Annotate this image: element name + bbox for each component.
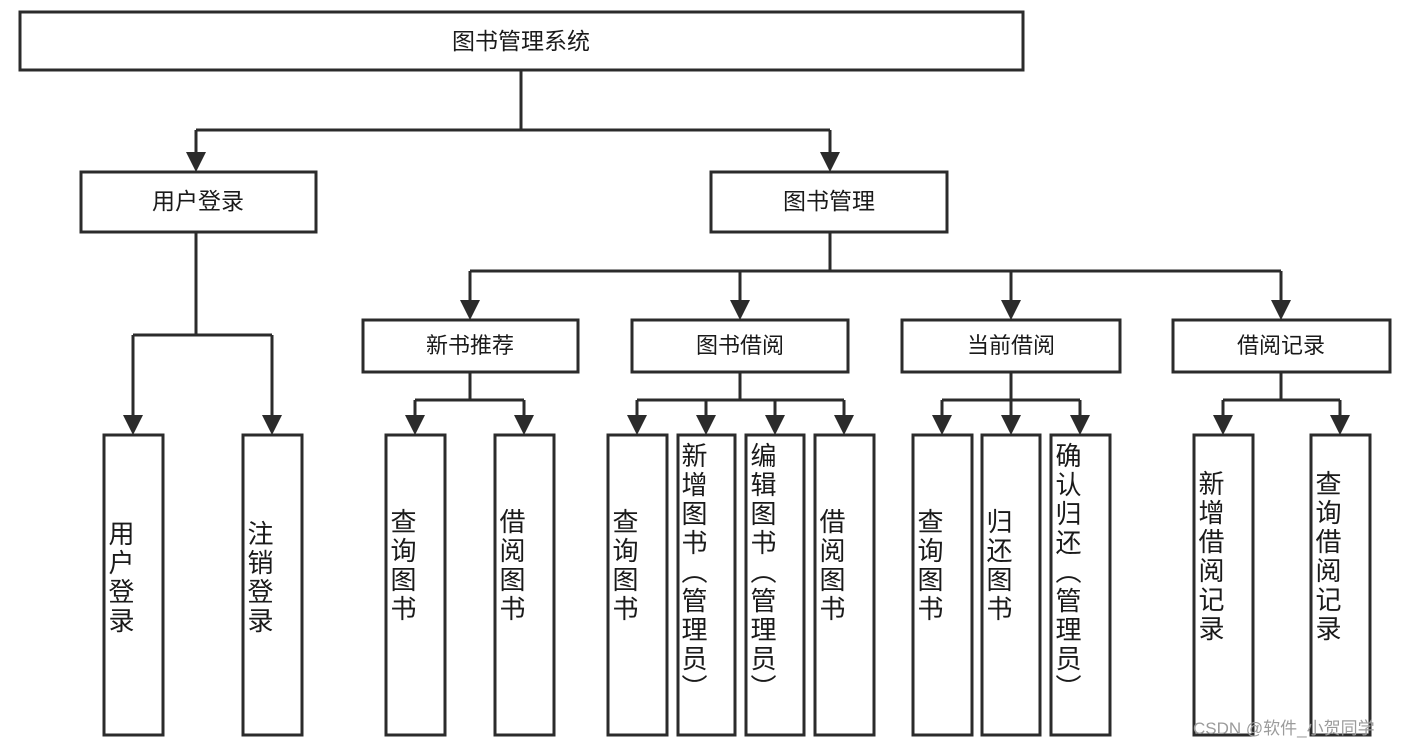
node-level2-3-box[interactable] [1171,318,1392,374]
node-leaf-6-box[interactable] [744,433,806,737]
connector-group-root [186,70,840,172]
node-leaf-7-box[interactable] [813,433,876,737]
node-leaf-12-box[interactable] [1309,433,1372,737]
node-level2-0-box[interactable] [361,318,580,374]
node-leaf-9-box[interactable] [980,433,1042,737]
node-leaf-2-box[interactable] [384,433,447,737]
connector-group-new-book [405,372,534,435]
connector-group-current-borrow [932,372,1090,435]
node-leaf-3-box[interactable] [493,433,556,737]
node-level2-2-box[interactable] [900,318,1122,374]
node-leaf-0-box[interactable] [102,433,165,737]
node-leaf-10-box[interactable] [1049,433,1112,737]
node-level2-3-label: 借阅记录 [1237,333,1325,358]
node-leaf-4-box[interactable] [606,433,669,737]
csdn-watermark: CSDN @软件_小贺同学 [1193,719,1375,738]
connector-group-borrow-record [1213,372,1350,435]
connector-group-user-login [123,232,282,435]
node-level2-0-label: 新书推荐 [426,333,514,358]
node-leaf-1-box[interactable] [241,433,304,737]
node-level2-2-label: 当前借阅 [967,333,1055,358]
connector-group-borrow [627,372,854,435]
node-leaf-8-box[interactable] [911,433,974,737]
node-level1-0-label: 用户登录 [152,188,244,214]
node-level2-1-box[interactable] [630,318,850,374]
node-root-label: 图书管理系统 [452,28,590,54]
node-level1-0-box[interactable] [79,170,318,234]
connector-group-book-manage [460,232,1291,320]
node-leaf-5-box[interactable] [676,433,737,737]
node-root-box[interactable] [18,10,1025,72]
node-level2-1-label: 图书借阅 [696,333,784,358]
node-leaf-11-box[interactable] [1192,433,1255,737]
node-level1-1-box[interactable] [709,170,949,234]
node-level1-1-label: 图书管理 [783,188,875,214]
